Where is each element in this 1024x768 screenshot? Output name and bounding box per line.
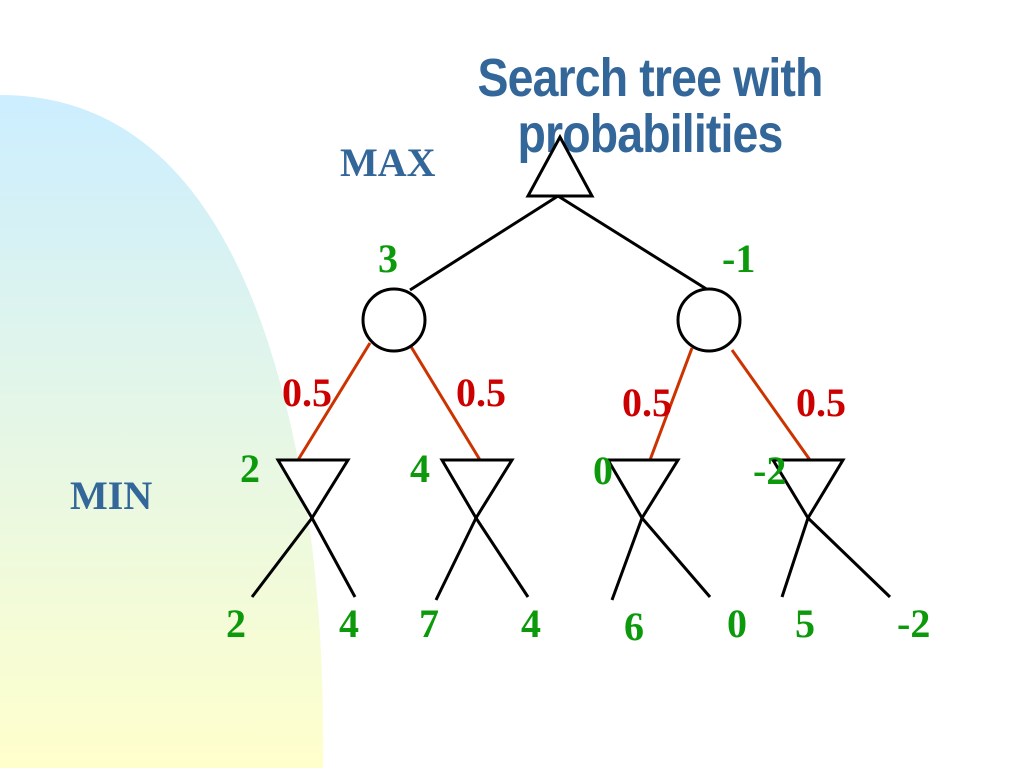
- max-label: MAX: [340, 140, 436, 185]
- chance-node-left: [361, 287, 427, 353]
- leaf-value-8: -2: [897, 601, 930, 646]
- edge-chance-right-min-3: [648, 347, 694, 461]
- leaf-value-1: 2: [226, 601, 246, 646]
- min-node-3: [605, 458, 681, 521]
- edge-min-3-leaf-5: [610, 517, 644, 601]
- min-label: MIN: [70, 473, 152, 518]
- edge-min-1-leaf-2: [310, 517, 357, 598]
- leaf-value-6: 0: [727, 601, 747, 646]
- edge-min-3-leaf-6: [640, 517, 712, 598]
- leaf-value-5: 6: [624, 604, 644, 649]
- edge-min-2-leaf-3: [434, 517, 478, 601]
- edge-min-4-leaf-7: [780, 517, 810, 598]
- min-value-3: 0: [593, 448, 613, 493]
- chance-value-right: -1: [722, 236, 755, 281]
- prob-label-1: 0.5: [282, 370, 332, 415]
- edge-min-2-leaf-4: [474, 517, 530, 598]
- chance-value-left: 3: [378, 236, 398, 281]
- background-blob: [0, 95, 324, 768]
- edge-min-1-leaf-1: [250, 517, 314, 598]
- min-value-1: 2: [240, 446, 260, 491]
- max-root-node: [525, 133, 595, 198]
- edge-chance-left-min-1: [296, 342, 372, 461]
- min-value-4: -2: [753, 448, 786, 493]
- chance-node-right: [676, 287, 742, 353]
- min-value-2: 4: [410, 446, 430, 491]
- leaf-value-7: 5: [795, 601, 815, 646]
- edge-min-4-leaf-8: [806, 516, 892, 599]
- leaf-value-3: 7: [419, 601, 439, 646]
- min-node-4: [770, 458, 846, 521]
- leaf-value-4: 4: [521, 601, 541, 646]
- edge-root-chance-right: [557, 194, 709, 292]
- title-line-1: Search tree with: [477, 48, 824, 108]
- edge-chance-left-min-2: [408, 344, 482, 461]
- prob-label-2: 0.5: [456, 370, 506, 415]
- edge-chance-right-min-4: [730, 349, 812, 461]
- min-node-2: [439, 458, 515, 521]
- leaf-value-2: 4: [339, 601, 359, 646]
- prob-label-3: 0.5: [622, 380, 672, 425]
- prob-label-4: 0.5: [796, 380, 846, 425]
- min-node-1: [275, 458, 351, 521]
- edge-root-chance-left: [409, 194, 559, 292]
